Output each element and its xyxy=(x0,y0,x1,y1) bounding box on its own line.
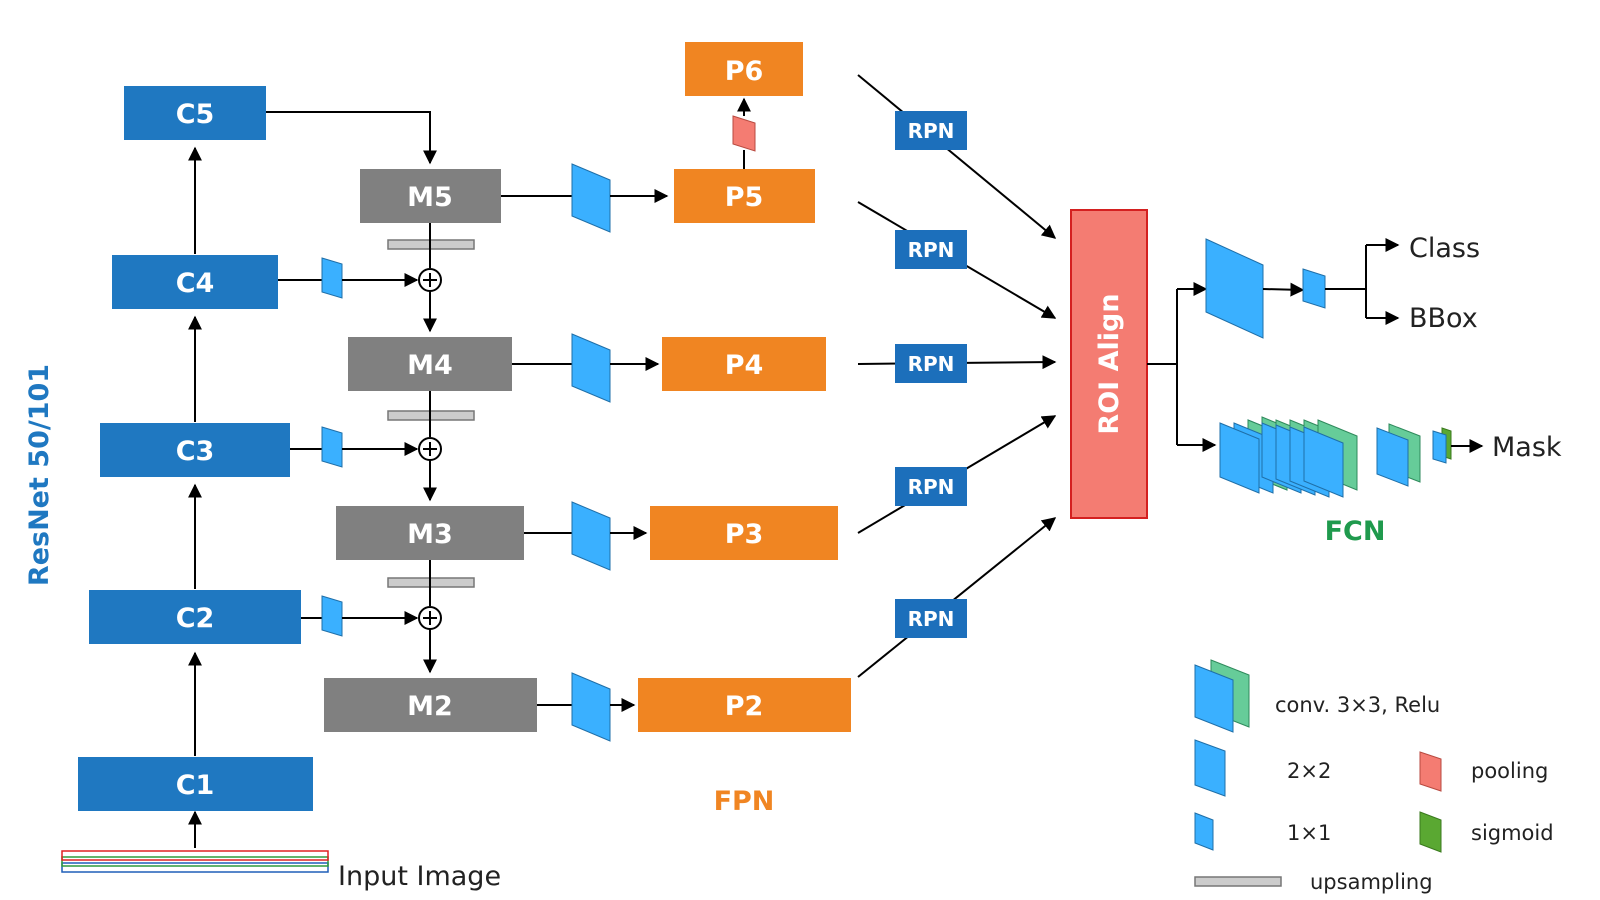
conv-m3-p3 xyxy=(524,501,648,571)
fcn-title: FCN xyxy=(1325,516,1386,547)
lateral-c3 xyxy=(290,426,419,468)
legend: conv. 3×3, Relu 2×2 pooling 1×1 sigmoid … xyxy=(1194,659,1554,894)
legend-upsampling-icon xyxy=(1194,876,1282,887)
stage-c5-label: C5 xyxy=(176,99,215,130)
input-image-label: Input Image xyxy=(338,861,501,892)
pyramid-p6-label: P6 xyxy=(725,56,764,87)
stage-c4: C4 xyxy=(112,255,278,309)
merge-m2-label: M2 xyxy=(407,691,453,722)
legend-2x2-icon xyxy=(1194,739,1226,797)
pyramid-p4: P4 xyxy=(662,337,826,391)
fpn-title: FPN xyxy=(714,786,775,817)
pyramid-p2-label: P2 xyxy=(725,691,764,722)
mask-head xyxy=(1219,416,1484,498)
pyramid-p3-label: P3 xyxy=(725,519,764,550)
conv-m2-p2 xyxy=(537,672,636,742)
legend-sigmoid-icon xyxy=(1419,811,1442,853)
legend-conv-label: conv. 3×3, Relu xyxy=(1275,693,1440,717)
legend-1x1-icon xyxy=(1194,812,1214,851)
conv-m5-p5 xyxy=(501,163,669,233)
sum-node xyxy=(418,606,442,630)
stage-c2-label: C2 xyxy=(176,603,215,634)
pyramid-p3: P3 xyxy=(650,506,838,560)
merge-m3-label: M3 xyxy=(407,519,453,550)
box-head xyxy=(1205,238,1400,339)
legend-sigmoid-label: sigmoid xyxy=(1471,821,1554,845)
stage-c3: C3 xyxy=(100,423,290,477)
legend-2x2-label: 2×2 xyxy=(1287,759,1331,783)
stage-c2: C2 xyxy=(89,590,301,644)
rpn-block: RPN xyxy=(895,230,967,269)
roi-align-label: ROI Align xyxy=(1094,293,1125,434)
legend-upsampling-label: upsampling xyxy=(1310,870,1433,894)
merge-m5: M5 xyxy=(360,169,501,223)
rpn-label: RPN xyxy=(908,352,955,376)
backbone-title: ResNet 50/101 xyxy=(24,364,55,586)
legend-conv-icon xyxy=(1194,659,1250,733)
legend-pooling-icon xyxy=(1419,751,1442,792)
merge-m3: M3 xyxy=(336,506,524,560)
pyramid-p5: P5 xyxy=(674,169,815,223)
sum-node xyxy=(418,437,442,461)
legend-1x1-label: 1×1 xyxy=(1287,821,1331,845)
rpn-block: RPN xyxy=(895,467,967,506)
pyramid-p2: P2 xyxy=(638,678,851,732)
input-image-icon xyxy=(61,850,329,873)
conv-m4-p4 xyxy=(512,333,660,403)
pyramid-p4-label: P4 xyxy=(725,350,764,381)
rpn-block: RPN xyxy=(895,599,967,638)
stage-c1: C1 xyxy=(78,757,313,811)
lateral-c4 xyxy=(278,257,419,299)
roi-align-block: ROI Align xyxy=(1070,209,1148,519)
rpn-label: RPN xyxy=(908,119,955,143)
pyramid-p6: P6 xyxy=(685,42,803,96)
merge-m4: M4 xyxy=(348,337,512,391)
stage-c5: C5 xyxy=(124,86,266,140)
stage-c4-label: C4 xyxy=(176,268,215,299)
merge-m2: M2 xyxy=(324,678,537,732)
pooling-p5-p6 xyxy=(732,97,756,169)
rpn-label: RPN xyxy=(908,238,955,262)
rpn-label: RPN xyxy=(908,607,955,631)
stage-c3-label: C3 xyxy=(176,436,215,467)
merge-m4-label: M4 xyxy=(407,350,453,381)
lateral-c2 xyxy=(301,595,419,637)
stage-c1-label: C1 xyxy=(176,770,215,801)
mask-output-label: Mask xyxy=(1492,432,1562,463)
rpn-label: RPN xyxy=(908,475,955,499)
class-output-label: Class xyxy=(1409,233,1480,264)
rpn-block: RPN xyxy=(895,111,967,150)
sum-node xyxy=(418,268,442,292)
rpn-block: RPN xyxy=(895,344,967,383)
pyramid-p5-label: P5 xyxy=(725,182,764,213)
merge-m5-label: M5 xyxy=(407,182,453,213)
bbox-output-label: BBox xyxy=(1409,303,1478,334)
legend-pooling-label: pooling xyxy=(1471,759,1548,783)
